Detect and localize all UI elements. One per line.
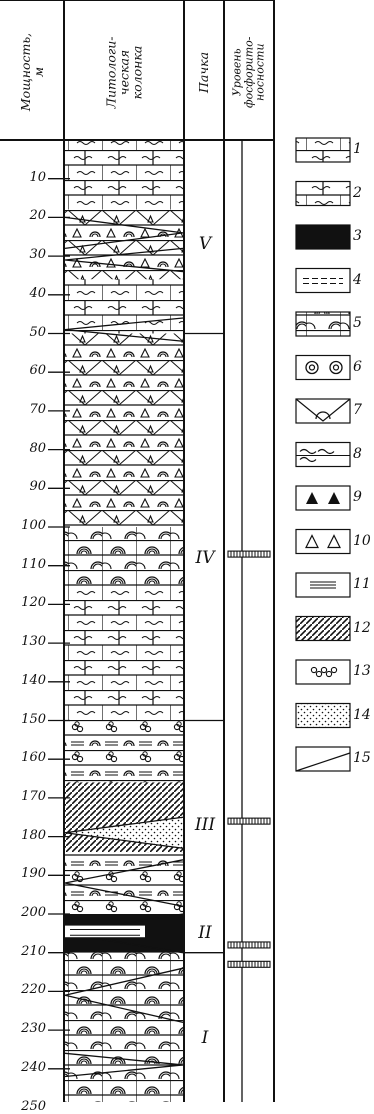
pack-label: IV <box>190 548 220 568</box>
legend-number: 13 <box>353 663 371 679</box>
depth-label: 110 <box>2 558 46 571</box>
depth-label: 80 <box>2 442 46 455</box>
legend-number: 3 <box>353 228 362 244</box>
legend-number: 14 <box>353 707 371 723</box>
depth-label: 10 <box>2 171 46 184</box>
legend-number: 8 <box>353 446 362 462</box>
depth-label: 240 <box>2 1061 46 1074</box>
pack-boundaries <box>184 334 224 953</box>
legend-swatch <box>296 530 350 554</box>
pack-label: V <box>190 234 220 254</box>
depth-label: 100 <box>2 519 46 532</box>
legend-swatch <box>296 747 350 771</box>
legend-boxes <box>296 138 350 771</box>
layer-ooid <box>65 721 183 783</box>
depth-label: 160 <box>2 751 46 764</box>
legend-swatch <box>296 617 350 641</box>
layer-limestone <box>65 589 183 721</box>
legend-number: 15 <box>353 750 371 766</box>
depth-label: 90 <box>2 480 46 493</box>
legend-number: 12 <box>353 620 371 636</box>
legend-number: 6 <box>353 359 362 375</box>
legend-swatch <box>296 225 350 249</box>
header-phosphorite-level: Уровень фосфорито- носности <box>224 12 274 132</box>
legend-number: 10 <box>353 533 371 549</box>
legend-swatch <box>296 704 350 728</box>
header-lithology-column: Литологи- ческая колонка <box>64 12 184 132</box>
depth-label: 190 <box>2 867 46 880</box>
legend-number: 5 <box>353 315 362 331</box>
pack-label: II <box>190 923 220 943</box>
depth-label: 70 <box>2 403 46 416</box>
legend-swatch <box>296 399 350 423</box>
depth-label: 130 <box>2 635 46 648</box>
legend-number: 7 <box>353 402 362 418</box>
pack-label: I <box>190 1028 220 1048</box>
legend-swatch <box>296 486 350 510</box>
depth-label: 60 <box>2 364 46 377</box>
legend-number: 11 <box>353 576 371 592</box>
layer-ooid <box>65 852 183 914</box>
depth-label: 150 <box>2 713 46 726</box>
layer-triangles <box>65 334 183 528</box>
legend-swatch <box>296 182 350 206</box>
depth-label: 230 <box>2 1022 46 1035</box>
depth-label: 170 <box>2 790 46 803</box>
depth-label: 200 <box>2 906 46 919</box>
legend-swatch <box>296 269 350 293</box>
legend-swatch <box>296 138 350 162</box>
depth-label: 50 <box>2 326 46 339</box>
depth-label: 120 <box>2 596 46 609</box>
legend-number: 4 <box>353 272 362 288</box>
legend-number: 9 <box>353 489 362 505</box>
header-pack: Пачка <box>184 12 224 132</box>
layer-limestone <box>65 140 183 210</box>
legend-number: 2 <box>353 185 362 201</box>
depth-label: 180 <box>2 829 46 842</box>
layer-limestone <box>65 279 183 333</box>
layer-arcs <box>65 953 183 1102</box>
layer-arcs <box>65 527 183 589</box>
header-thickness: Мощность, м <box>0 12 64 132</box>
depth-label: 40 <box>2 287 46 300</box>
depth-label: 220 <box>2 983 46 996</box>
depth-label: 140 <box>2 674 46 687</box>
pack-label: III <box>190 815 220 835</box>
lithology-column-layers <box>65 140 183 1102</box>
depth-label: 30 <box>2 248 46 261</box>
legend-swatch <box>296 443 350 467</box>
legend-number: 1 <box>353 141 362 157</box>
legend-swatch <box>296 312 350 336</box>
depth-label: 20 <box>2 209 46 222</box>
depth-label: 250 <box>2 1100 46 1113</box>
phosphorite-levels <box>228 140 270 1102</box>
depth-label: 210 <box>2 945 46 958</box>
